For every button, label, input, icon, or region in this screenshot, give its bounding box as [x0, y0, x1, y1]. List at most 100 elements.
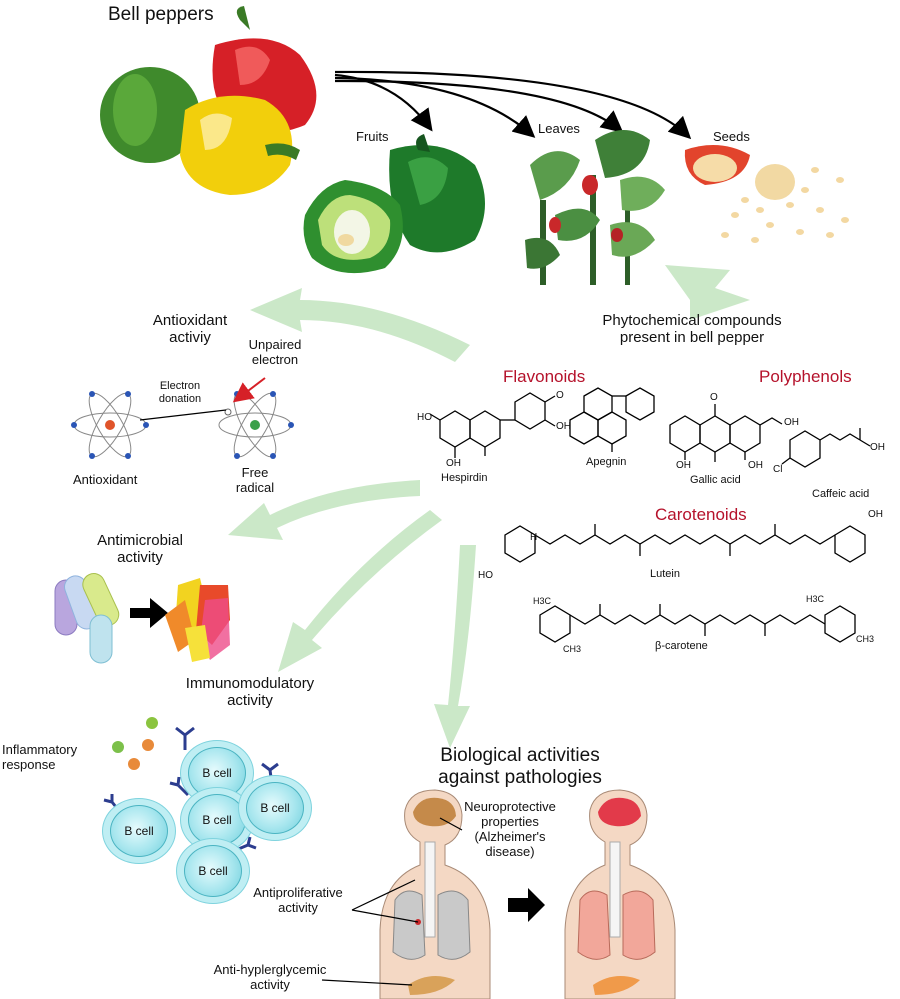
brain-icon	[413, 797, 456, 827]
atom-oh-4: OH	[748, 460, 763, 471]
free-radical-label: Free radical	[225, 465, 285, 496]
neuro-line1: Neuroprotective	[464, 799, 556, 814]
b-cell-label: B cell	[202, 766, 232, 780]
polyphenols-label: Polyphenols	[759, 367, 852, 386]
electron-donation-label: Electron donation	[145, 380, 215, 405]
atom-o-1: O	[556, 390, 564, 401]
atom-ho-2: HO	[478, 570, 493, 581]
atom-oh-7: OH	[868, 509, 883, 520]
pathologies-heading-line2: against pathologies	[438, 766, 602, 788]
bell-peppers-title: Bell peppers	[108, 4, 214, 25]
electron-donation-line2: donation	[158, 392, 202, 405]
healing-arrow	[508, 888, 545, 922]
antioxidant-heading-line1: Antioxidant	[152, 312, 228, 329]
to-antimicrobial-arrow	[228, 480, 420, 540]
apegnin-structure	[569, 387, 655, 452]
to-antioxidant-arrow	[250, 288, 470, 362]
leaves-illustration	[525, 130, 665, 285]
flow-arrows	[228, 265, 750, 748]
neuro-line3: (Alzheimer's	[474, 828, 546, 844]
atom-ch3-1: CH3	[563, 644, 582, 654]
lung-left	[392, 890, 426, 960]
b-cell: B cell	[246, 782, 304, 834]
antioxidant-atom-icon	[71, 391, 149, 459]
b-cell-label: B cell	[124, 824, 154, 838]
to-pathologies-arrow	[434, 545, 476, 748]
beta-carotene-label: β-carotene	[655, 640, 708, 652]
beta-carotene-structure	[539, 604, 856, 643]
electron-donation-arrow	[139, 409, 227, 421]
b-cell-label: B cell	[260, 801, 290, 815]
electron-donation-line1: Electron	[159, 380, 201, 392]
bacteria-transform-arrow	[130, 598, 168, 628]
lung-right	[437, 890, 471, 960]
antiproliferative-label: Antiproliferative activity	[238, 885, 358, 916]
hespirdin-structure	[429, 392, 556, 458]
free-radical-line1: Free	[241, 465, 269, 480]
antimicrobial-heading-line1: Antimicrobial	[97, 532, 183, 549]
carotenoids-label: Carotenoids	[655, 505, 747, 524]
atom-oh-2: OH	[556, 421, 571, 432]
pathologies-heading-line1: Biological activities	[440, 745, 600, 766]
atom-h3c-2: H3C	[806, 594, 825, 604]
b-cell-label: B cell	[198, 864, 228, 878]
source-arrows	[334, 70, 692, 140]
immunomodulatory-heading-line2: activity	[227, 692, 273, 710]
antioxidant-label: Antioxidant	[73, 472, 138, 487]
neuro-line4: disease)	[485, 843, 535, 859]
atom-oh-3: OH	[676, 460, 691, 471]
pancreas-icon	[408, 976, 455, 995]
hespirdin-label: Hespirdin	[441, 472, 488, 484]
antioxidant-heading-line2: activiy	[169, 329, 211, 347]
gallic-acid-structure	[669, 404, 783, 462]
fruits-illustration	[303, 134, 485, 274]
b-cell-label: B cell	[202, 813, 232, 827]
fruits-label: Fruits	[356, 129, 389, 144]
apegnin-label: Apegnin	[586, 456, 627, 468]
atom-oh-1: OH	[446, 458, 461, 469]
anti-hyperglycemic-label: Anti-hyplerglycemic activity	[205, 962, 335, 993]
atom-oh-6: OH	[870, 442, 885, 453]
atom-ho-1: HO	[417, 412, 432, 423]
phytochemical-heading-line2: present in bell pepper	[619, 329, 765, 347]
antimicrobial-heading-line2: activity	[117, 549, 163, 567]
antiprolif-line1: Antiproliferative	[253, 885, 343, 900]
free-radical-atom-icon	[218, 391, 294, 459]
unpaired-electron-arrow	[232, 377, 266, 403]
atom-cl: Cl	[773, 464, 783, 475]
pathologies-heading: Biological activities against pathologie…	[395, 745, 645, 789]
lutein-structure	[504, 524, 866, 563]
seeds-illustration	[684, 145, 849, 243]
antiprolif-line2: activity	[278, 899, 318, 915]
bacteria-illustration	[54, 573, 230, 664]
inflammatory-line2: response	[2, 756, 56, 772]
inflammatory-response-label: Inflammatory response	[2, 742, 78, 773]
neuroprotective-label: Neuroprotective properties (Alzheimer's …	[455, 799, 565, 860]
antihyper-line1: Anti-hyplerglycemic	[213, 962, 327, 977]
unpaired-line1: Unpaired	[248, 337, 302, 352]
leaves-label: Leaves	[538, 121, 580, 136]
neuro-line2: properties	[481, 813, 539, 829]
atom-h: H	[530, 532, 538, 543]
annotation-lines	[321, 817, 463, 986]
to-immunomodulatory-arrow	[278, 510, 442, 672]
flavonoids-label: Flavonoids	[503, 367, 586, 386]
atom-h3c-1: H3C	[533, 596, 552, 606]
atom-o-2: O	[710, 392, 718, 403]
atom-ch3-2: CH3	[856, 634, 875, 644]
immunomodulatory-heading: Immunomodulatory activity	[140, 675, 360, 710]
seeds-label: Seeds	[713, 129, 750, 144]
b-cell: B cell	[110, 805, 168, 857]
gallic-acid-label: Gallic acid	[690, 474, 741, 486]
antioxidant-heading: Antioxidant activiy	[120, 312, 260, 347]
caffeic-acid-structure	[781, 428, 871, 468]
inflammatory-line1: Inflammatory	[2, 742, 78, 757]
lutein-label: Lutein	[650, 568, 680, 580]
immunomodulatory-heading-line1: Immunomodulatory	[185, 675, 315, 692]
b-cell: B cell	[184, 845, 242, 897]
antihyper-line2: activity	[250, 976, 290, 992]
immune-particles	[112, 717, 158, 770]
caffeic-acid-label: Caffeic acid	[812, 488, 870, 500]
phytochemical-heading: Phytochemical compounds present in bell …	[562, 312, 822, 347]
